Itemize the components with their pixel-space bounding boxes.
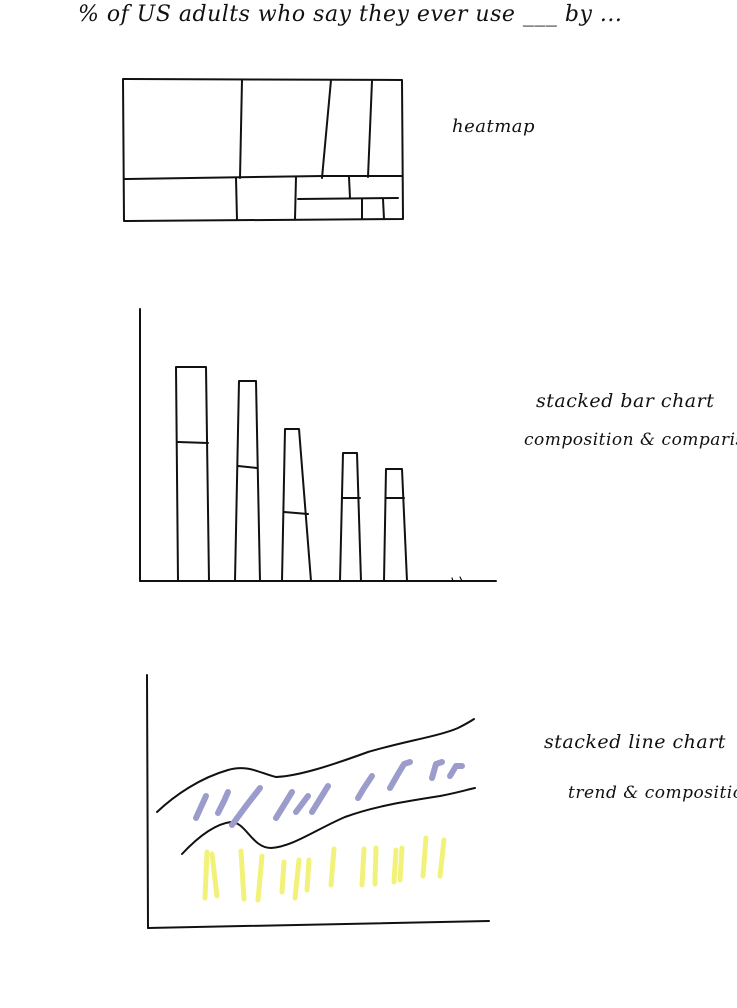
bar-1-segment <box>177 441 209 444</box>
bar-4 <box>339 452 362 582</box>
line-x-axis <box>147 920 490 929</box>
heatmap-divider <box>239 79 243 179</box>
stacked-line-purpose: trend & composition <box>568 783 737 803</box>
lower-band-fill <box>202 835 447 903</box>
heatmap-divider <box>348 176 351 199</box>
heatmap-label: heatmap <box>452 116 536 137</box>
heatmap-divider <box>123 175 324 180</box>
bar-1 <box>175 366 210 582</box>
bar-2 <box>234 380 261 582</box>
upper-band-fill <box>193 759 465 828</box>
bar-5 <box>383 468 408 582</box>
stacked-bar-purpose: composition & comparison <box>524 430 737 450</box>
heatmap-divider <box>235 177 238 221</box>
line-upper <box>156 718 475 813</box>
sketch-title: % of US adults who say they ever use ___… <box>78 2 623 27</box>
stacked-bar-label: stacked bar chart <box>536 390 715 412</box>
stacked-bar-sketch <box>139 308 497 582</box>
heatmap-divider <box>294 176 297 220</box>
heatmap-sketch <box>122 78 404 222</box>
heatmap-frame <box>122 78 404 222</box>
stacked-line-label: stacked line chart <box>544 731 726 753</box>
bar-3-segment <box>283 511 309 515</box>
stacked-line-sketch <box>146 674 490 929</box>
heatmap-divider <box>382 198 385 220</box>
heatmap-divider <box>321 79 332 179</box>
heatmap-divider <box>297 197 399 200</box>
line-y-axis <box>146 674 149 929</box>
bar-3 <box>281 428 312 582</box>
heatmap-divider <box>367 80 373 178</box>
stray-mark <box>451 576 463 582</box>
bar-2-segment <box>237 465 258 469</box>
